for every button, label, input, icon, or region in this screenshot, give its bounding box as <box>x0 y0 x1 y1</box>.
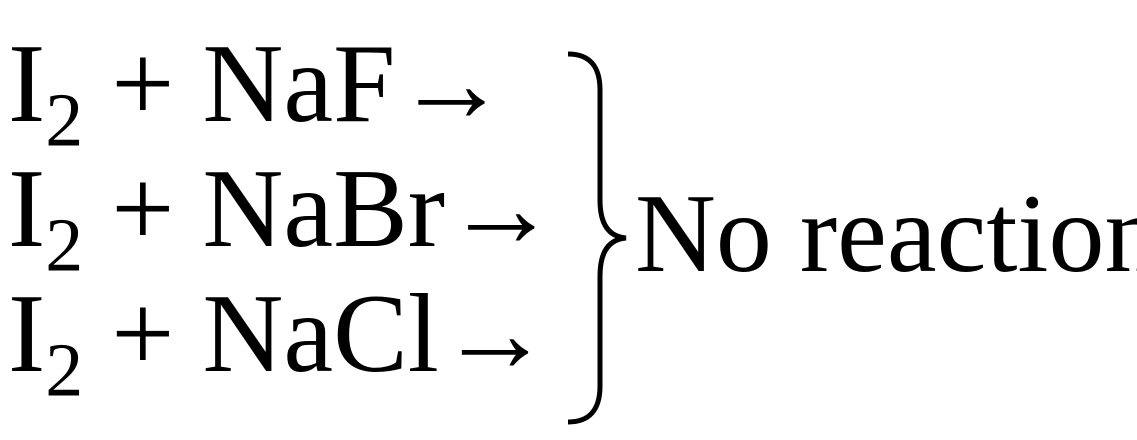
arrow-icon: → <box>395 22 508 146</box>
reactant-iodine: I <box>8 147 46 271</box>
arrow-icon: → <box>445 147 558 271</box>
reactant-salt: NaBr <box>202 147 446 271</box>
plus-operator: + <box>111 22 175 146</box>
plus-operator: + <box>111 272 175 396</box>
equation-i2-nabr: I2 + NaBr→ <box>8 153 557 283</box>
equation-i2-nacl: I2 + NaCl→ <box>8 278 551 408</box>
right-brace-icon <box>567 51 627 425</box>
subscript: 2 <box>45 203 84 288</box>
equation-i2-naf: I2 + NaF→ <box>8 28 507 158</box>
arrow-icon: → <box>438 272 551 396</box>
reactant-iodine: I <box>8 272 46 396</box>
plus-operator: + <box>111 147 175 271</box>
subscript: 2 <box>45 78 84 163</box>
reactant-salt: NaCl <box>202 272 439 396</box>
result-text: No reaction <box>635 172 1137 296</box>
subscript: 2 <box>45 328 84 413</box>
reactant-salt: NaF <box>202 22 396 146</box>
reactant-iodine: I <box>8 22 46 146</box>
